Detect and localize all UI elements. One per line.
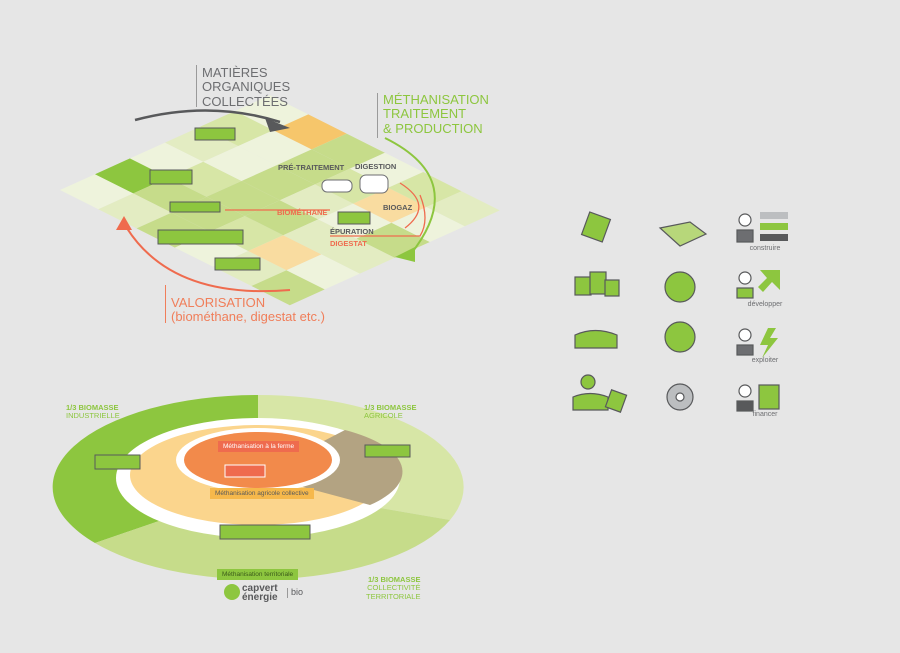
logo: capvert énergie xyxy=(242,583,278,603)
factory-icon xyxy=(194,127,236,141)
digester-icon xyxy=(359,174,389,194)
tag-territorial: Méthanisation territoriale xyxy=(217,569,299,580)
map-tile xyxy=(130,142,204,178)
share: 1/3 BIOMASSE xyxy=(367,575,421,584)
caption-develop: développer xyxy=(747,301,783,308)
map-tile xyxy=(279,184,354,220)
step-biogas: BIOGAZ xyxy=(383,203,413,212)
service-icons xyxy=(572,211,788,413)
caption-build: construire xyxy=(749,245,781,252)
pretreatment-icon xyxy=(321,179,353,193)
label-line: TRAITEMENT xyxy=(383,106,467,122)
name: TERRITORIALE xyxy=(366,591,421,601)
methanisation-label: MÉTHANISATION TRAITEMENT & PRODUCTION xyxy=(383,92,489,136)
production-arrow xyxy=(384,137,436,256)
share: 1/3 BIOMASSE xyxy=(66,403,119,412)
label-line: COLLECTÉES xyxy=(202,93,288,109)
village-icon xyxy=(149,169,193,185)
step-digestate: DIGESTAT xyxy=(330,239,367,248)
name: AGRICOLE xyxy=(364,411,403,421)
map-tile xyxy=(286,254,360,290)
logo-line: capvert xyxy=(242,583,278,594)
label-line: MÉTHANISATION xyxy=(383,92,489,107)
map-tile xyxy=(60,174,134,210)
map-tile xyxy=(276,149,350,185)
valorisation-arrow xyxy=(124,224,291,293)
label-line: ORGANIQUES xyxy=(202,79,291,95)
map-tile xyxy=(283,219,357,255)
caption-finance: financer xyxy=(752,411,778,418)
divider xyxy=(196,65,197,107)
map-tile xyxy=(388,172,462,207)
label-line: (biométhane, digestat etc.) xyxy=(171,309,325,325)
arrowhead-icon xyxy=(116,216,132,230)
caption-operate: exploiter xyxy=(751,357,779,364)
biomass-ring xyxy=(52,394,464,580)
map-tile xyxy=(311,133,385,169)
map-tile xyxy=(238,130,312,166)
map-tile xyxy=(251,270,325,306)
map-tile xyxy=(235,95,309,131)
logo-mark xyxy=(224,584,240,600)
logo-line: énergie xyxy=(242,592,278,603)
map-tile xyxy=(206,181,280,216)
divider xyxy=(377,93,378,138)
map-tile xyxy=(241,165,315,201)
map-tile xyxy=(248,235,322,271)
tag-collective: Méthanisation agricole collective xyxy=(210,488,314,499)
territorial-biomass-label: 1/3 BIOMASSE COLLECTIVITÉ TERRITORIALE xyxy=(366,575,421,601)
industrial-biomass-label: 1/3 BIOMASSE INDUSTRIELLE xyxy=(66,403,120,421)
step-digestion: DIGESTION xyxy=(355,162,397,171)
flow-lines xyxy=(225,182,426,237)
arrowhead-icon xyxy=(395,247,415,262)
map-tile xyxy=(349,152,424,188)
map-tile xyxy=(209,216,284,251)
collected-label: MATIÈRES ORGANIQUES COLLECTÉES xyxy=(202,65,291,109)
map-tile xyxy=(273,114,347,150)
map-tile xyxy=(203,146,277,181)
bus-icon xyxy=(169,201,221,213)
divider xyxy=(165,285,166,323)
step-biomethane: BIOMÉTHANE xyxy=(277,208,328,217)
name: INDUSTRIELLE xyxy=(66,411,120,421)
map-tile xyxy=(165,126,239,162)
logo-suffix: bio xyxy=(287,587,303,598)
label-line: & PRODUCTION xyxy=(383,120,483,136)
agricultural-biomass-label: 1/3 BIOMASSE AGRICOLE xyxy=(364,403,417,421)
map-tile xyxy=(98,193,172,229)
map-tile xyxy=(200,111,274,146)
map-tile xyxy=(321,238,395,274)
share: 1/3 BIOMASSE xyxy=(364,403,417,412)
valorisation-label: VALORISATION (biométhane, digestat etc.) xyxy=(171,295,325,325)
label-line: VALORISATION xyxy=(171,295,266,310)
label-line: MATIÈRES xyxy=(202,65,268,80)
tag-farm: Méthanisation à la ferme xyxy=(218,441,300,452)
map-tile xyxy=(426,191,500,227)
collect-arrow xyxy=(134,109,281,124)
step-purification: ÉPURATION xyxy=(330,227,374,236)
name: COLLECTIVITÉ xyxy=(367,583,421,593)
map-tile xyxy=(95,158,169,194)
map-tile xyxy=(353,187,427,223)
farm-icon xyxy=(214,257,261,271)
step-pretreatment: PRÉ-TRAITEMENT xyxy=(278,163,345,172)
arrowhead-icon xyxy=(265,118,290,132)
purifier-icon xyxy=(337,211,371,225)
town-icon xyxy=(157,229,244,245)
map-tile xyxy=(244,200,319,236)
